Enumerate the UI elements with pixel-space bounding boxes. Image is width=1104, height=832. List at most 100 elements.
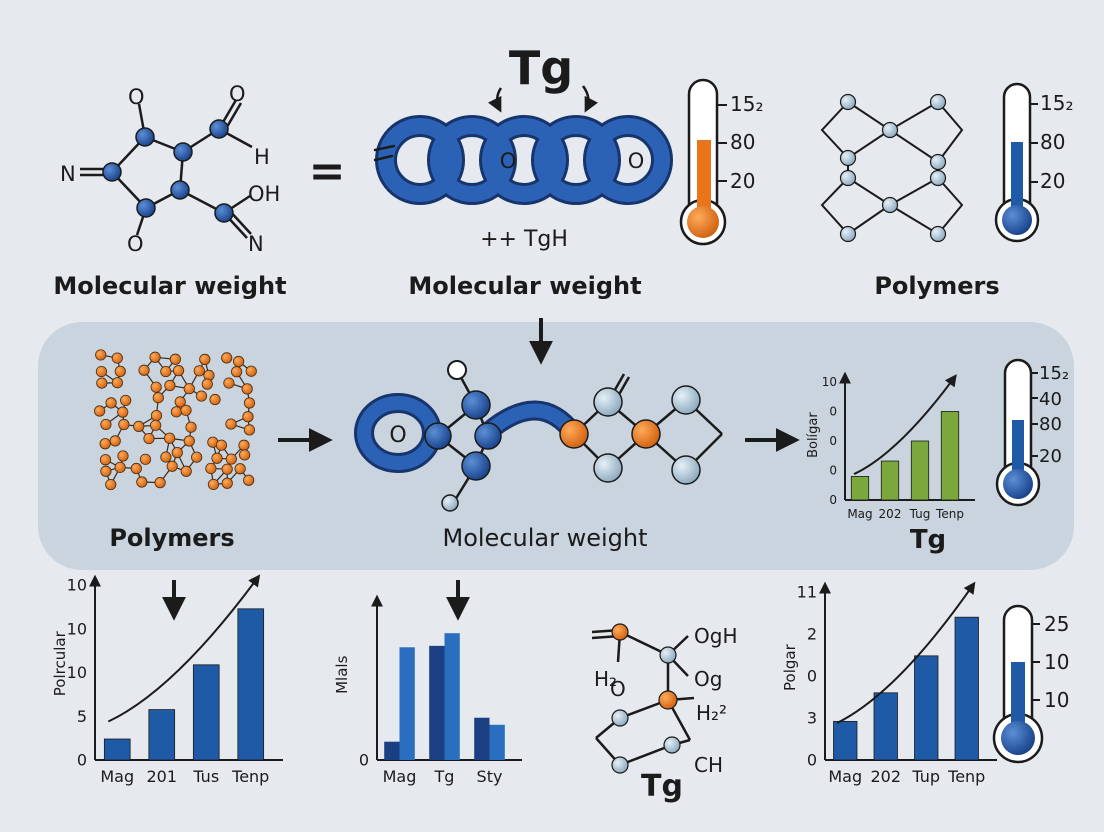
atom	[133, 420, 145, 432]
atom	[174, 396, 186, 408]
atom	[150, 381, 162, 393]
thermometer-scale-label: 20	[1040, 169, 1065, 193]
atom	[117, 406, 129, 418]
atom	[215, 439, 228, 451]
atom	[238, 439, 250, 451]
x-tick-label: 202	[870, 767, 901, 786]
x-tick-label: Tenp	[935, 507, 964, 521]
caption-polymers-panel: Polymers	[109, 524, 234, 552]
thermometer-orange-icon	[679, 78, 727, 246]
trend-arrow	[853, 374, 957, 475]
atom	[152, 392, 164, 404]
down-arrow-left	[487, 87, 503, 113]
atom-label: O	[610, 677, 626, 701]
atom	[95, 349, 107, 361]
x-tick-label: Tup	[911, 767, 940, 786]
x-tick-label: Mag	[847, 507, 872, 521]
y-tick-label: 11	[797, 583, 817, 602]
y-tick-label: 0	[359, 751, 369, 770]
atom	[160, 451, 172, 463]
x-tick-label: Tg	[434, 767, 455, 786]
atom	[233, 355, 245, 368]
chart-bar	[910, 440, 930, 501]
atom	[169, 353, 181, 365]
atom	[199, 353, 211, 365]
atom	[136, 476, 148, 488]
chart-bar	[192, 664, 220, 761]
atom	[183, 435, 195, 447]
atom	[211, 452, 223, 464]
atom-label: Og	[694, 667, 722, 691]
atom-label: OH	[248, 182, 280, 206]
atom	[207, 478, 220, 491]
chart-bar	[399, 647, 415, 760]
x-tick-label: 201	[146, 767, 177, 786]
atom	[149, 351, 161, 363]
tg-title: Tg	[509, 41, 573, 95]
atom	[245, 365, 257, 377]
atom	[100, 418, 112, 431]
chart-bar	[384, 741, 400, 760]
atom	[99, 438, 111, 450]
atom	[243, 424, 256, 436]
atom	[170, 406, 183, 418]
thermometer-scale-label: 10	[1044, 650, 1069, 674]
molecule-atoms-left	[102, 119, 234, 223]
y-tick-label: 10	[822, 375, 837, 389]
chain-ring-label: O	[628, 149, 645, 173]
x-tick-label: Tus	[192, 767, 219, 786]
x-tick-label: Mag	[383, 767, 417, 786]
atom-label: H₂	[594, 667, 617, 691]
thermometer-panel-icon	[995, 358, 1041, 507]
y-tick-label: 0	[77, 751, 87, 770]
chain-ring-label: O	[500, 149, 517, 173]
y-tick-label: 0	[829, 405, 837, 419]
atom	[221, 352, 233, 364]
atom	[180, 404, 192, 416]
x-tick-label: Mag	[100, 767, 134, 786]
y-axis-label: Polrcular	[51, 630, 69, 696]
atom	[150, 419, 162, 431]
atom	[100, 465, 112, 477]
atom	[130, 462, 142, 475]
thermometer-scale-label: 80	[730, 130, 755, 154]
atom	[221, 463, 233, 475]
atom-label: H₂²	[696, 701, 727, 725]
middle-panel	[38, 322, 1074, 570]
atom	[193, 365, 205, 377]
y-axis-label: Bolígar	[806, 412, 821, 458]
y-tick-label: 0	[807, 667, 817, 686]
x-tick-label: Mag	[828, 767, 862, 786]
thermometer-bottom-icon	[992, 604, 1044, 764]
thermometer-blue-icon	[994, 82, 1040, 243]
atom	[160, 365, 172, 378]
atom	[231, 366, 243, 378]
chart-bar	[880, 460, 900, 501]
down-arrow-right	[581, 85, 599, 113]
molecule-diagram-bottom	[591, 623, 695, 774]
caption-molecular-weight-left: Molecular weight	[53, 272, 286, 300]
chart-bar	[444, 633, 460, 760]
polymer-tangle-diagram	[94, 349, 257, 491]
atom-label: N	[60, 162, 76, 186]
y-tick-label: 0	[829, 493, 837, 507]
atom	[180, 465, 192, 477]
thermometer-scale-label: 40	[1039, 389, 1062, 410]
chart-bar	[103, 738, 131, 761]
y-tick-label: 0	[829, 434, 837, 448]
atom	[195, 390, 208, 402]
atom-label: CH	[694, 753, 723, 777]
atom	[114, 461, 126, 473]
atom	[154, 477, 166, 489]
y-tick-label: 0	[807, 751, 817, 770]
atom	[150, 409, 163, 422]
y-tick-label: 3	[807, 709, 817, 728]
atom	[164, 432, 176, 444]
y-tick-label: 10	[67, 619, 87, 638]
caption-molecular-weight-panel: Molecular weight	[442, 524, 647, 552]
x-tick-label: Tug	[909, 507, 931, 521]
chart-bar	[954, 616, 979, 761]
